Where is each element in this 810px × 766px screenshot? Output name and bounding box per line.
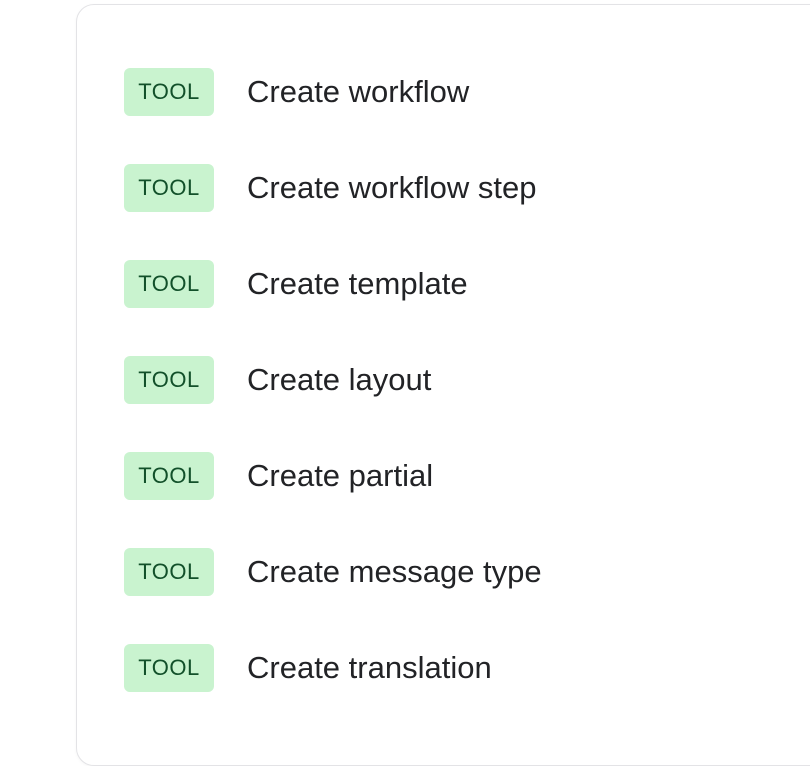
tool-badge: TOOL <box>124 548 214 596</box>
tool-item-create-template[interactable]: TOOL Create template <box>124 260 542 308</box>
tool-label: Create message type <box>247 554 542 589</box>
tool-item-create-partial[interactable]: TOOL Create partial <box>124 452 542 500</box>
tool-item-create-workflow-step[interactable]: TOOL Create workflow step <box>124 164 542 212</box>
tool-badge: TOOL <box>124 356 214 404</box>
tool-label: Create workflow step <box>247 170 537 205</box>
tool-badge: TOOL <box>124 260 214 308</box>
tool-label: Create translation <box>247 650 492 685</box>
tool-item-create-workflow[interactable]: TOOL Create workflow <box>124 68 542 116</box>
tool-label: Create workflow <box>247 74 470 109</box>
tool-label: Create layout <box>247 362 432 397</box>
tool-item-create-message-type[interactable]: TOOL Create message type <box>124 548 542 596</box>
tool-label: Create partial <box>247 458 434 493</box>
tool-badge: TOOL <box>124 452 214 500</box>
tool-list: TOOL Create workflow TOOL Create workflo… <box>124 68 542 740</box>
tool-item-create-layout[interactable]: TOOL Create layout <box>124 356 542 404</box>
tool-item-create-translation[interactable]: TOOL Create translation <box>124 644 542 692</box>
tool-label: Create template <box>247 266 468 301</box>
tool-badge: TOOL <box>124 164 214 212</box>
tool-badge: TOOL <box>124 68 214 116</box>
tool-badge: TOOL <box>124 644 214 692</box>
